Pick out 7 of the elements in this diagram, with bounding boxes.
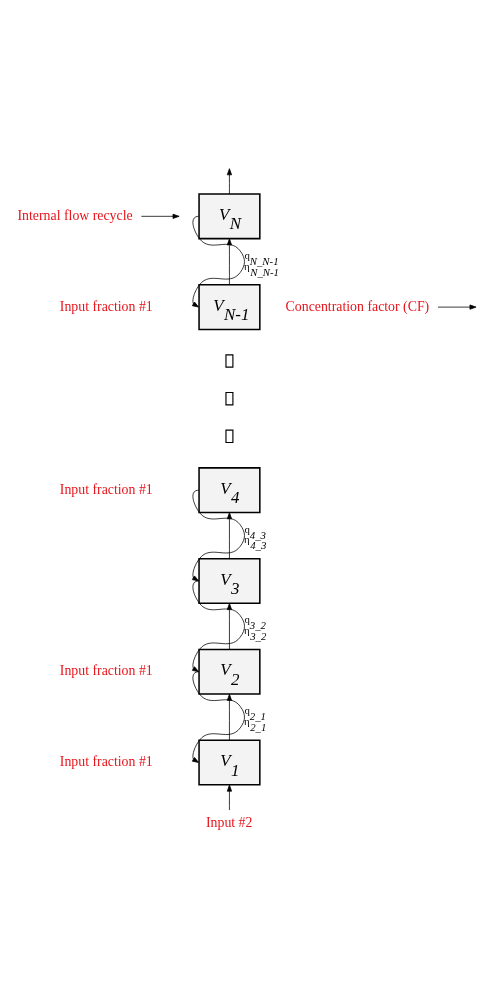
node-text: Concentration factor (CF) [285,297,430,313]
node-text: Internal flow recycle [17,207,133,223]
label: Input fraction #1 [59,481,153,497]
node-text: Input #2 [205,814,253,830]
label: Input fraction #1 [59,662,153,678]
label: Input fraction #1 [59,297,153,313]
label: Input fraction #1 [59,753,153,769]
